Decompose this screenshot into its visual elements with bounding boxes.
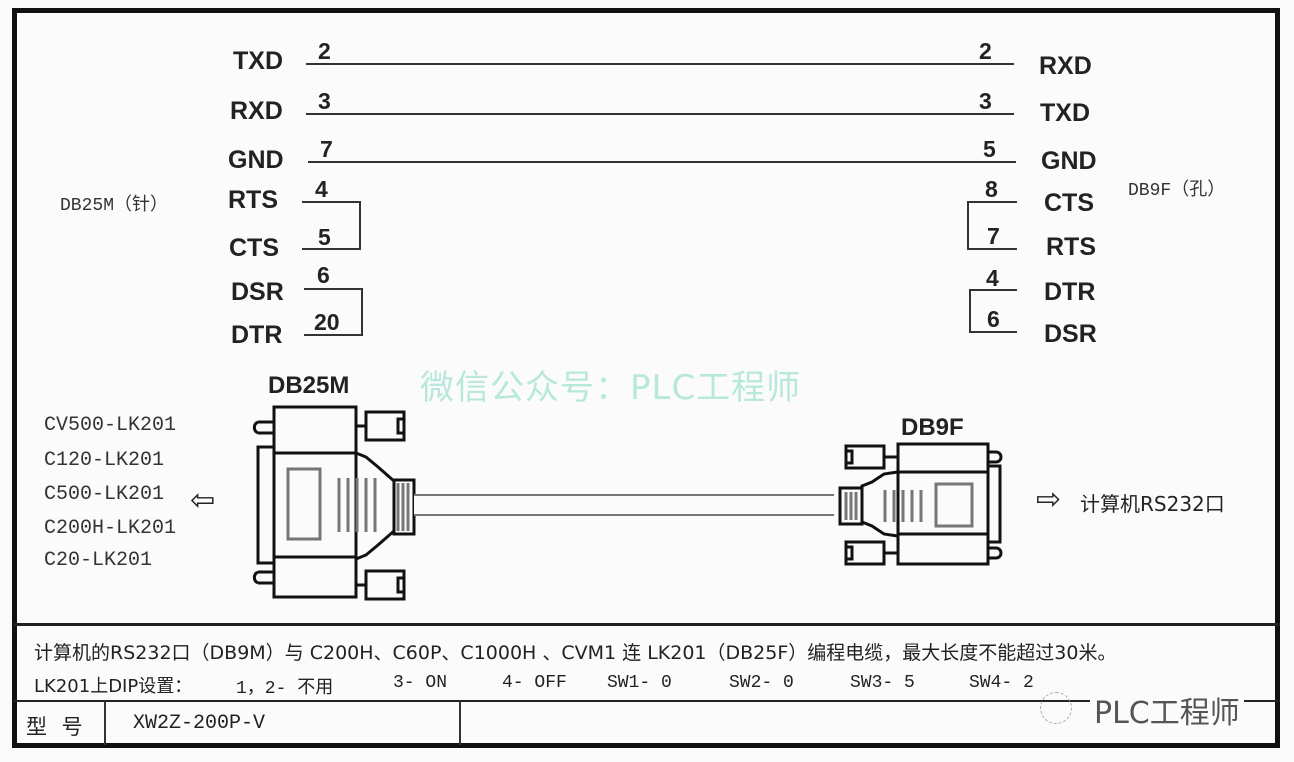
dip-setting: 4- OFF — [502, 673, 567, 693]
left-pin-number: 7 — [320, 136, 333, 162]
left-signal-rxd: RXD — [230, 97, 283, 125]
left-pin-number: 5 — [318, 224, 331, 250]
right-arrow-icon: ⇨ — [1036, 482, 1062, 517]
right-pin-number: 8 — [985, 176, 998, 202]
left-pin-number: 3 — [318, 88, 331, 114]
left-signal-dsr: DSR — [231, 278, 284, 306]
left-pin-number: 2 — [318, 38, 331, 64]
right-signal-cts: CTS — [1044, 189, 1094, 217]
right-signal-dsr: DSR — [1044, 320, 1097, 348]
dip-setting: SW1- 0 — [607, 673, 672, 693]
plc-model-item: C500-LK201 — [44, 483, 165, 506]
dip-setting: 3- ON — [393, 673, 448, 693]
model-row-divider — [14, 700, 1280, 702]
right-signal-gnd: GND — [1041, 147, 1097, 175]
right-signal-txd: TXD — [1040, 99, 1090, 127]
right-pin-number: 4 — [986, 265, 999, 291]
left-signal-dtr: DTR — [231, 321, 283, 349]
plc-model-item: C20-LK201 — [44, 549, 153, 572]
wire-txd-rxd — [306, 63, 1014, 65]
left-arrow-icon: ⇦ — [190, 483, 216, 518]
left-connector-label: DB25M（针） — [60, 196, 169, 216]
left-pin-number: 20 — [314, 309, 340, 335]
corner-watermark: PLC工程师 — [1090, 688, 1244, 732]
plc-model-item: C120-LK201 — [44, 449, 165, 472]
notes-top-divider — [14, 623, 1280, 626]
right-pin-number: 3 — [979, 88, 992, 114]
right-signal-rxd: RXD — [1039, 52, 1092, 80]
db25m-header: DB25M — [268, 372, 350, 399]
right-pin-number: 7 — [987, 223, 1000, 249]
plc-model-item: C200H-LK201 — [44, 517, 177, 540]
pc-port-label: 计算机RS232口 — [1080, 492, 1225, 516]
dip-setting: SW4- 2 — [969, 673, 1034, 693]
plc-model-item: CV500-LK201 — [44, 414, 177, 437]
right-pin-number: 6 — [987, 306, 1000, 332]
dip-prefix: LK201上DIP设置： — [34, 676, 193, 697]
right-pin-number: 2 — [979, 38, 992, 64]
wechat-logo-icon — [1040, 692, 1072, 724]
db9f-header: DB9F — [901, 414, 964, 441]
model-cell-divider — [459, 701, 461, 745]
model-label: 型 号 — [26, 715, 87, 739]
db9f-connector-icon — [838, 442, 1003, 566]
left-pin-number: 4 — [315, 176, 328, 202]
dip-setting: SW3- 5 — [850, 673, 915, 693]
dip-setting: 1，2- 不用 — [236, 679, 334, 699]
cable — [414, 494, 834, 516]
right-signal-dtr: DTR — [1044, 278, 1096, 306]
model-value: XW2Z-200P-V — [133, 712, 266, 735]
wire-rxd-txd — [306, 113, 1014, 115]
cable-description: 计算机的RS232口（DB9M）与 C200H、C60P、C1000H 、CVM… — [34, 642, 1117, 664]
watermark-text: 微信公众号：PLC工程师 — [420, 368, 802, 408]
dip-setting: SW2- 0 — [729, 673, 794, 693]
right-connector-label: DB9F（孔） — [1128, 181, 1226, 201]
db25m-connector-icon — [252, 405, 416, 601]
right-pin-number: 5 — [983, 136, 996, 162]
left-pin-number: 6 — [317, 262, 330, 288]
left-signal-cts: CTS — [229, 234, 279, 262]
model-cell-divider — [104, 701, 106, 745]
left-signal-gnd: GND — [228, 146, 284, 174]
wire-gnd-gnd — [308, 161, 1016, 163]
right-signal-rts: RTS — [1046, 233, 1096, 261]
left-signal-rts: RTS — [228, 186, 278, 214]
left-signal-txd: TXD — [233, 47, 283, 75]
